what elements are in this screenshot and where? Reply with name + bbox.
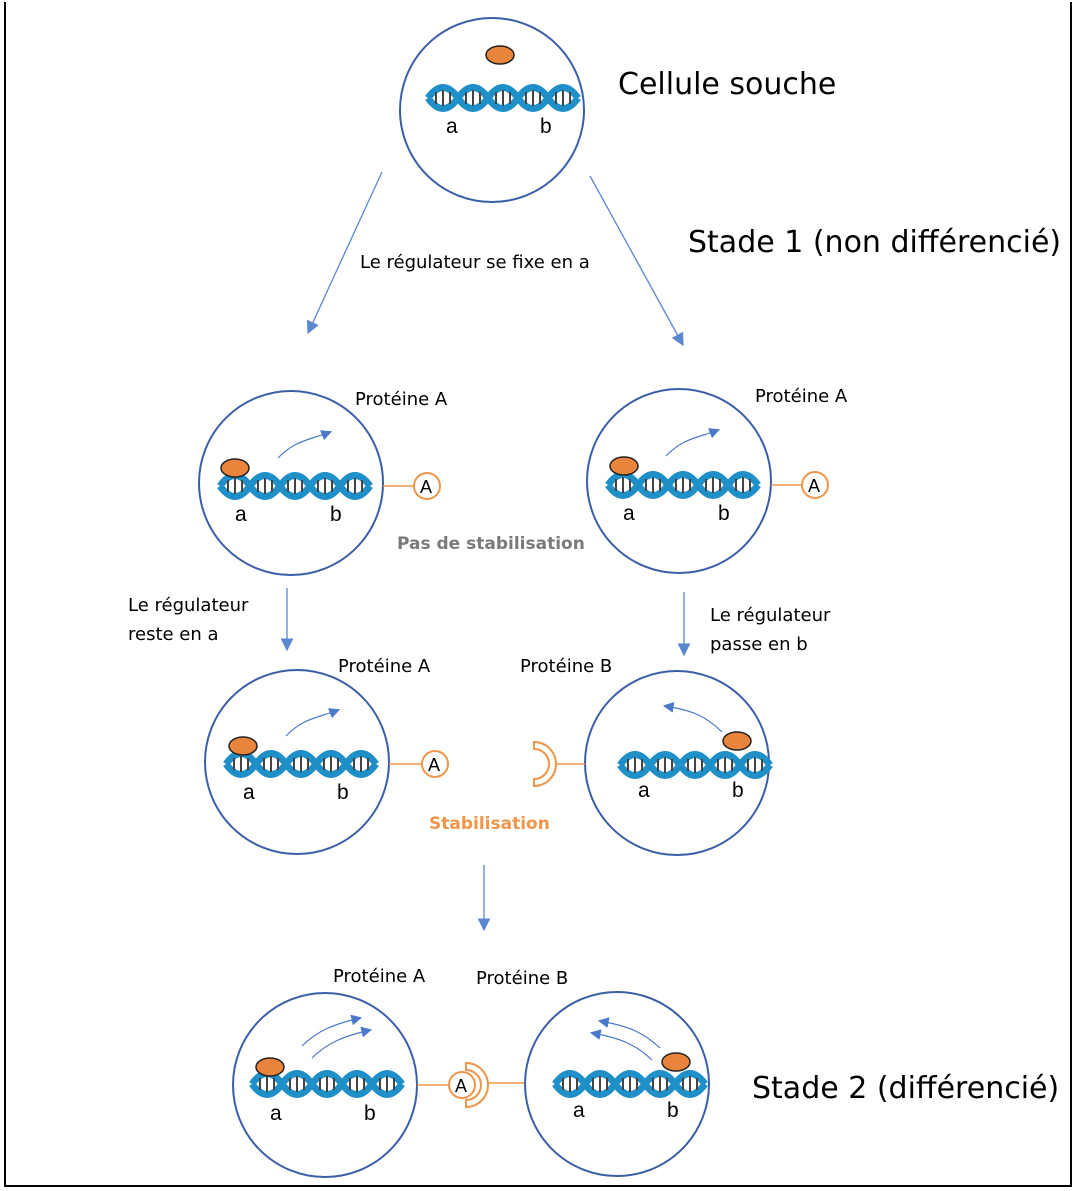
dna-helix-icon bbox=[620, 755, 770, 776]
gene-a-label: a bbox=[573, 1099, 585, 1122]
protein-a-icon: A bbox=[801, 471, 829, 499]
transcription-arrow-icon bbox=[301, 1014, 363, 1047]
cell-stage1-right: a b bbox=[586, 388, 772, 574]
gene-b-label: b bbox=[732, 779, 744, 802]
gene-a-label: a bbox=[270, 1102, 282, 1125]
transcription-arrow-icon bbox=[665, 428, 721, 457]
gene-b-label: b bbox=[667, 1099, 679, 1122]
transcription-arrow-icon bbox=[285, 708, 341, 737]
cell-stage1-left: a b bbox=[198, 390, 384, 576]
regulator-icon bbox=[485, 45, 515, 65]
gene-a-label: a bbox=[243, 781, 255, 804]
protein-b-caption: Protéine B bbox=[476, 968, 568, 989]
dna-helix-icon bbox=[555, 1074, 705, 1095]
gene-b-label: b bbox=[330, 503, 342, 526]
gene-b-label: b bbox=[364, 1102, 376, 1125]
svg-text:A: A bbox=[808, 476, 820, 496]
transcription-arrow-icon bbox=[311, 1026, 373, 1059]
stem-cell: a b bbox=[399, 17, 585, 203]
cell-middle-right: a b bbox=[584, 670, 770, 856]
stabilisation-label: Stabilisation bbox=[429, 814, 550, 834]
figure-frame bbox=[4, 2, 1072, 1187]
protein-a-caption: Protéine A bbox=[355, 389, 448, 410]
transcription-arrow-icon bbox=[597, 1017, 661, 1049]
gene-a-label: a bbox=[638, 779, 650, 802]
protein-a-caption: Protéine A bbox=[333, 966, 426, 987]
gene-b-label: b bbox=[540, 115, 552, 138]
transcription-arrow-icon bbox=[277, 430, 333, 459]
cell-stage2-left: a b bbox=[232, 992, 418, 1178]
stage-2-label: Stade 2 (différencié) bbox=[752, 1071, 1059, 1106]
transcription-arrow-icon bbox=[662, 702, 723, 733]
protein-a-caption: Protéine A bbox=[338, 656, 431, 677]
stage-1-label: Stade 1 (non différencié) bbox=[688, 225, 1061, 260]
cell-stage2-right: a b bbox=[524, 991, 710, 1177]
dna-helix-icon bbox=[226, 754, 376, 775]
gene-a-label: a bbox=[235, 503, 247, 526]
gene-a-label: a bbox=[446, 115, 458, 138]
protein-a-b-complex-icon: A bbox=[448, 1061, 489, 1109]
regulator-icon bbox=[661, 1052, 691, 1072]
gene-b-label: b bbox=[718, 502, 730, 525]
move-caption-line1: Le régulateur bbox=[710, 605, 831, 626]
regulator-icon bbox=[722, 731, 752, 751]
gene-b-label: b bbox=[337, 781, 349, 804]
regulator-icon bbox=[255, 1057, 285, 1077]
stay-caption-line2: reste en a bbox=[128, 624, 219, 645]
dna-helix-icon bbox=[220, 476, 370, 497]
svg-text:A: A bbox=[428, 755, 440, 775]
cell-middle-left: a b bbox=[204, 669, 390, 855]
arrow-right bbox=[589, 175, 684, 347]
arrow-left bbox=[306, 171, 383, 335]
regulator-icon bbox=[220, 458, 250, 478]
gene-a-label: a bbox=[623, 502, 635, 525]
move-caption-line2: passe en b bbox=[710, 634, 808, 655]
dna-helix-icon bbox=[608, 475, 758, 496]
protein-b-icon bbox=[533, 740, 557, 788]
dna-helix-icon bbox=[252, 1074, 402, 1095]
svg-text:A: A bbox=[420, 477, 432, 497]
protein-a-icon: A bbox=[421, 750, 449, 778]
svg-text:A: A bbox=[455, 1076, 467, 1096]
arrow-fix-caption: Le régulateur se fixe en a bbox=[360, 252, 590, 273]
protein-a-caption: Protéine A bbox=[755, 386, 848, 407]
no-stabilisation-label: Pas de stabilisation bbox=[397, 534, 585, 554]
protein-a-icon: A bbox=[413, 472, 441, 500]
stay-caption-line1: Le régulateur bbox=[128, 595, 249, 616]
regulator-icon bbox=[609, 456, 639, 476]
transcription-arrow-icon bbox=[589, 1029, 653, 1061]
protein-b-caption: Protéine B bbox=[520, 656, 612, 677]
dna-helix-icon bbox=[428, 88, 578, 109]
regulator-icon bbox=[228, 736, 258, 756]
stem-cell-label: Cellule souche bbox=[618, 67, 836, 102]
